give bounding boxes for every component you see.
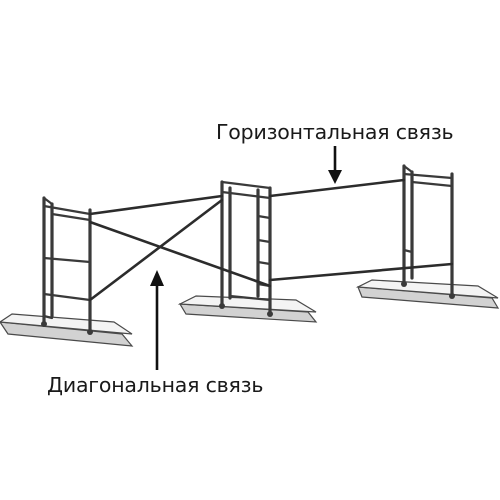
diagonal-braces	[88, 198, 272, 302]
arrow-horizontal-link	[328, 146, 342, 184]
diagonal-link-label: Диагональная связь	[47, 373, 264, 397]
base-plank-left	[0, 313, 134, 347]
scaffold-frame-middle	[219, 180, 273, 317]
scaffold-frame-right	[401, 164, 455, 299]
base-plank-right	[355, 279, 500, 309]
base-plank-middle	[177, 295, 318, 323]
horizontal-braces	[88, 178, 454, 282]
arrow-diagonal-link	[150, 270, 164, 370]
horizontal-link-label: Горизонтальная связь	[216, 120, 454, 144]
scaffold-frame-left	[41, 196, 93, 335]
